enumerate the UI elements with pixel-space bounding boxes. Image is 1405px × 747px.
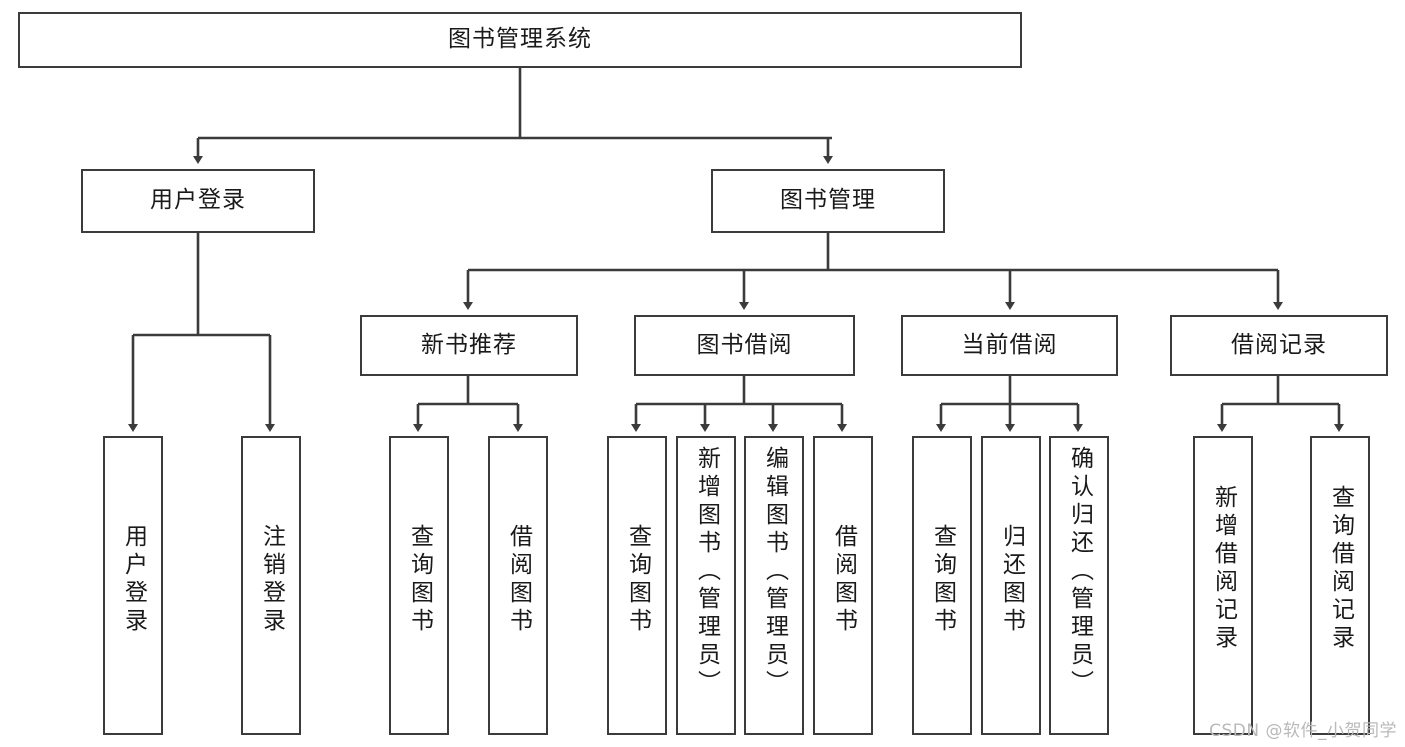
leaf-query-book-borrow[interactable]: 查询图书 <box>607 436 667 735</box>
leaf-add-borrow-record[interactable]: 新增借阅记录 <box>1193 436 1253 735</box>
leaf-user-login[interactable]: 用户登录 <box>103 436 163 735</box>
node-borrow-record[interactable]: 借阅记录 <box>1170 315 1388 376</box>
leaf-label: 用户登录 <box>120 524 147 636</box>
node-label: 图书借阅 <box>696 331 793 358</box>
node-label: 图书管理 <box>780 187 876 214</box>
leaf-label: 查询图书 <box>624 524 651 636</box>
leaf-label: 借阅图书 <box>505 524 532 636</box>
node-current-borrow[interactable]: 当前借阅 <box>901 315 1118 376</box>
node-user-login[interactable]: 用户登录 <box>81 169 315 233</box>
node-label: 借阅记录 <box>1231 331 1327 358</box>
node-label: 用户登录 <box>150 187 246 214</box>
leaf-label: 确认归还（管理员） <box>1066 446 1093 698</box>
leaf-label: 查询图书 <box>929 524 956 636</box>
leaf-borrow-book-borrow[interactable]: 借阅图书 <box>813 436 873 735</box>
leaf-logout-login[interactable]: 注销登录 <box>241 436 301 735</box>
node-label: 图书管理系统 <box>448 26 592 53</box>
node-new-book-recommend[interactable]: 新书推荐 <box>360 315 578 376</box>
leaf-label: 查询借阅记录 <box>1327 485 1354 653</box>
leaf-return-book[interactable]: 归还图书 <box>981 436 1041 735</box>
node-label: 当前借阅 <box>961 331 1058 358</box>
leaf-label: 新增借阅记录 <box>1210 485 1237 653</box>
csdn-watermark: CSDN @软件_小贺同学 <box>1209 721 1397 741</box>
leaf-add-book-admin[interactable]: 新增图书（管理员） <box>676 436 736 735</box>
leaf-query-book-current[interactable]: 查询图书 <box>912 436 972 735</box>
leaf-label: 新增图书（管理员） <box>693 446 720 698</box>
leaf-label: 注销登录 <box>258 524 285 636</box>
leaf-query-borrow-record[interactable]: 查询借阅记录 <box>1310 436 1370 735</box>
leaf-label: 查询图书 <box>406 524 433 636</box>
node-book-borrow[interactable]: 图书借阅 <box>634 315 855 376</box>
leaf-label: 借阅图书 <box>830 524 857 636</box>
leaf-confirm-return-admin[interactable]: 确认归还（管理员） <box>1049 436 1109 735</box>
leaf-edit-book-admin[interactable]: 编辑图书（管理员） <box>744 436 804 735</box>
leaf-borrow-book-rec[interactable]: 借阅图书 <box>488 436 548 735</box>
leaf-query-book-rec[interactable]: 查询图书 <box>389 436 449 735</box>
leaf-label: 编辑图书（管理员） <box>761 446 788 698</box>
node-label: 新书推荐 <box>421 331 517 358</box>
leaf-label: 归还图书 <box>998 524 1025 636</box>
node-root-system[interactable]: 图书管理系统 <box>18 12 1022 68</box>
node-book-manage[interactable]: 图书管理 <box>711 169 945 233</box>
